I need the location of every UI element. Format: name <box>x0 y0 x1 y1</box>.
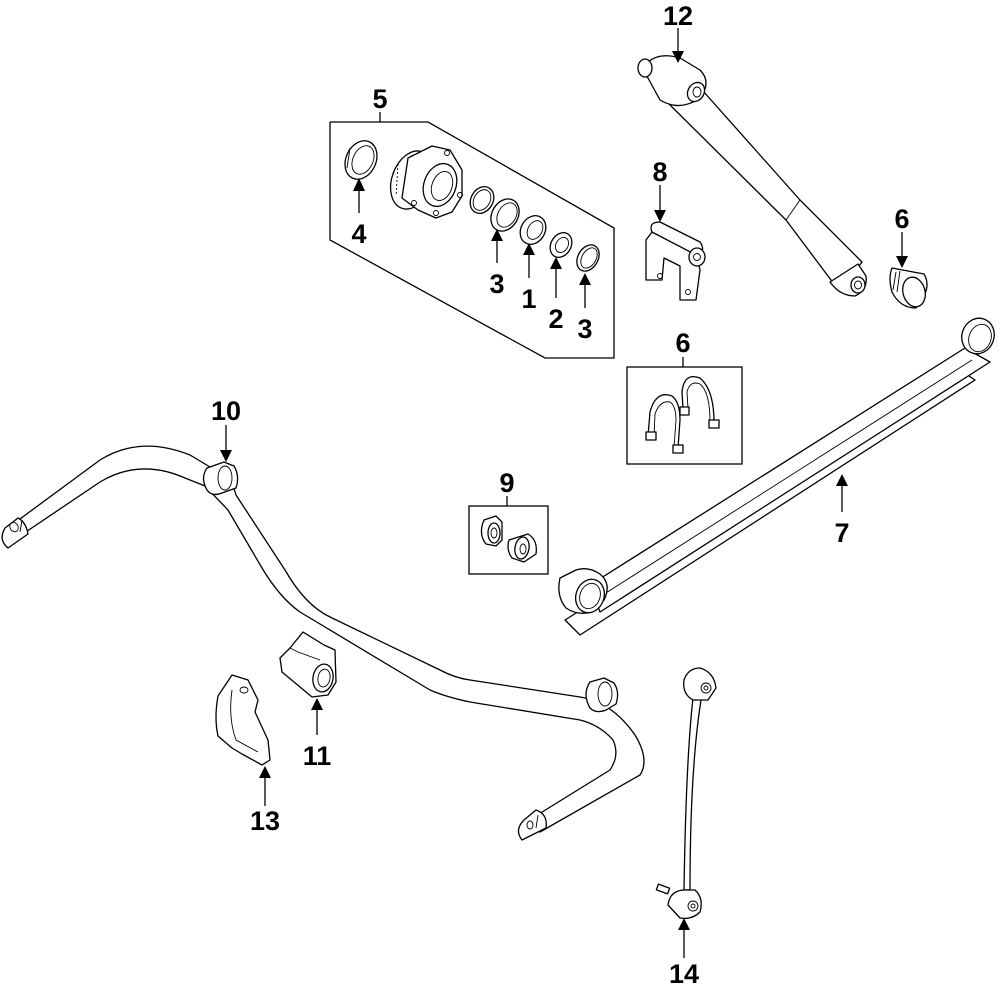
stabilizer-bar-part[interactable] <box>1 445 645 841</box>
bearing-race-part-b[interactable] <box>572 241 603 275</box>
callout-6b[interactable]: 7 <box>834 518 849 548</box>
shock-absorber-group: 12 <box>637 1 867 297</box>
bearing-race-part-a[interactable] <box>485 194 525 236</box>
arrowhead-2 <box>550 257 562 269</box>
shackle-bushings-group: 9 <box>468 468 549 575</box>
arrowhead-13 <box>259 766 271 778</box>
arrowhead-10 <box>672 51 684 63</box>
leaf-spring-group: 7 <box>558 314 999 636</box>
u-bolt-part-b[interactable] <box>679 375 720 429</box>
stabilizer-bar-group: 10 <box>1 396 645 841</box>
u-bolts-group: 6 <box>626 328 743 465</box>
stabilizer-link-group: 14 <box>655 667 717 985</box>
inner-bearing-part[interactable] <box>515 211 551 249</box>
stabilizer-link-part[interactable] <box>655 667 717 920</box>
spring-shackle-part[interactable] <box>645 221 706 301</box>
shock-absorber-part[interactable] <box>637 55 867 297</box>
u-bolt-part-a[interactable] <box>645 394 684 454</box>
arrowhead-14 <box>678 918 690 930</box>
callout-13[interactable]: 13 <box>250 806 280 836</box>
spring-bushing-group: 6 <box>889 204 929 309</box>
shackle-group: 8 <box>645 157 706 301</box>
bar-bushing-group: 11 <box>279 631 337 771</box>
callout-10[interactable]: 12 <box>663 1 693 31</box>
callout-11[interactable]: 10 <box>211 396 241 426</box>
callout-14[interactable]: 14 <box>669 959 699 985</box>
shackle-bushing-part-b[interactable] <box>507 533 537 563</box>
callout-3b[interactable]: 3 <box>577 314 592 344</box>
callout-9[interactable]: 9 <box>499 468 514 498</box>
bracket-group: 13 <box>215 674 280 836</box>
arrowhead-3a <box>491 229 503 241</box>
arrowhead-3b <box>579 273 591 285</box>
arrowhead-6b <box>836 474 848 486</box>
outer-bearing-part[interactable] <box>546 229 576 262</box>
callout-7[interactable]: 6 <box>675 328 690 358</box>
shackle-bushings-box <box>468 505 549 575</box>
leaf-spring-bushing-part[interactable] <box>889 267 929 309</box>
arrowhead-4 <box>353 178 365 191</box>
arrowhead-1 <box>523 243 535 255</box>
callout-3a[interactable]: 3 <box>489 269 504 299</box>
callout-8[interactable]: 8 <box>652 157 667 187</box>
callout-2[interactable]: 2 <box>548 304 563 334</box>
u-bolts-box <box>626 366 743 465</box>
snap-ring-part[interactable] <box>465 182 498 217</box>
hub-assembly-box <box>329 121 615 359</box>
leaf-spring-part[interactable] <box>558 314 999 636</box>
hub-assembly-group: 5 4 3 <box>329 84 615 359</box>
callout-12[interactable]: 11 <box>303 741 332 771</box>
arrowhead-6a <box>896 256 908 268</box>
bushing-bracket-part[interactable] <box>215 674 271 766</box>
callout-6a[interactable]: 6 <box>894 204 909 234</box>
arrowhead-11 <box>220 450 232 462</box>
callout-1[interactable]: 1 <box>521 284 536 314</box>
arrowhead-8 <box>654 210 666 222</box>
callout-5[interactable]: 5 <box>372 84 387 114</box>
hub-part[interactable] <box>383 145 463 219</box>
stabilizer-bar-bushing-part[interactable] <box>279 631 337 698</box>
shackle-bushing-part-a[interactable] <box>480 515 503 547</box>
seal-part[interactable] <box>339 136 383 185</box>
callout-4[interactable]: 4 <box>351 219 366 249</box>
arrowhead-12 <box>311 698 323 710</box>
